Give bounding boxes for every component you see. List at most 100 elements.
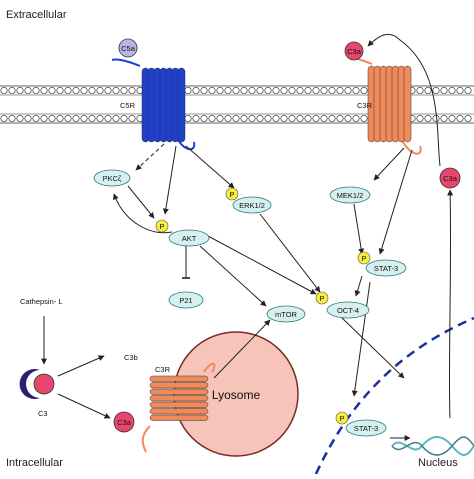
node-pkc: PKCζ — [93, 169, 131, 187]
c3a-secreted-ligand: C3a — [439, 167, 461, 189]
phospho-erk: P — [225, 187, 239, 201]
edge-c5r-pkc — [135, 143, 165, 171]
c3a-lysosome-label: C3a — [117, 418, 132, 427]
node-p21: P21 — [168, 291, 204, 309]
phospho-stat3-nucleus-label: P — [339, 414, 344, 423]
membrane-bead — [24, 86, 32, 95]
c3-complex: C3 — [19, 369, 55, 418]
membrane-bead — [8, 114, 16, 123]
membrane-bead — [336, 114, 344, 123]
membrane-bead — [96, 114, 104, 123]
membrane-bead — [272, 114, 280, 123]
membrane-bead — [312, 86, 320, 95]
membrane-bead — [104, 114, 112, 123]
membrane-bead — [264, 114, 272, 123]
c3a-side-label: C3a — [443, 174, 458, 183]
c3r-label: C3R — [357, 101, 373, 110]
membrane-bead — [208, 86, 216, 95]
membrane-bead — [448, 114, 456, 123]
lysosome-c3r-label: C3R — [155, 365, 171, 374]
membrane-bead — [128, 114, 136, 123]
stat3-nucleus-label: STAT-3 — [354, 424, 378, 433]
membrane-bead — [416, 86, 424, 95]
membrane-bead — [288, 86, 296, 95]
membrane-bead — [208, 114, 216, 123]
c3a-membrane-ligand: C3a — [344, 41, 364, 61]
pathway-edges — [41, 33, 454, 441]
membrane-bead — [80, 114, 88, 123]
phospho-oct4-label: P — [319, 294, 324, 303]
receptor-helix — [403, 65, 412, 143]
membrane-bead — [40, 86, 48, 95]
membrane-bead — [248, 114, 256, 123]
membrane-bead — [80, 86, 88, 95]
receptor-helix — [149, 408, 209, 415]
edge-akt-oct4 — [207, 235, 317, 295]
edge-c5r-erk — [185, 145, 235, 189]
receptor-helix — [149, 401, 209, 408]
membrane-bead — [448, 86, 456, 95]
membrane-bead — [352, 86, 360, 95]
membrane-bead — [456, 114, 464, 123]
node-mtor: mTOR — [266, 305, 306, 323]
membrane-bead — [328, 114, 336, 123]
node-mek: MEK1/2 — [329, 186, 371, 204]
dna-helix — [391, 436, 474, 456]
edge-c5r-akt — [162, 145, 177, 215]
membrane-bead — [96, 86, 104, 95]
membrane-bead — [88, 86, 96, 95]
edge-c3-c3a — [57, 393, 111, 419]
stat3-label: STAT-3 — [374, 264, 398, 273]
oct4-label: OCT-4 — [337, 306, 359, 315]
membrane-bead — [32, 86, 40, 95]
membrane-bead — [424, 114, 432, 123]
phospho-stat3: P — [357, 251, 371, 265]
membrane-bead — [296, 86, 304, 95]
membrane-bead — [264, 86, 272, 95]
phospho-akt-label: P — [159, 222, 164, 231]
membrane-bead — [440, 86, 448, 95]
membrane-bead — [256, 114, 264, 123]
membrane-bead — [216, 114, 224, 123]
cathepsin-label: Cathepsin- L — [20, 297, 63, 306]
membrane-bead — [40, 114, 48, 123]
membrane-bead — [72, 114, 80, 123]
membrane-bead — [464, 86, 472, 95]
edge-oct4-nucleus — [339, 315, 405, 379]
receptor-helix — [177, 67, 186, 143]
receptor-helix — [149, 414, 209, 421]
membrane-bead — [104, 86, 112, 95]
edge-stat3-oct4 — [354, 275, 363, 297]
edge-nucleus-c3a — [447, 189, 454, 419]
node-stat3-nucleus: STAT-3 — [345, 419, 387, 437]
membrane-bead — [224, 114, 232, 123]
membrane-bead — [192, 114, 200, 123]
edge-mek-stat3 — [353, 203, 365, 255]
membrane-bead — [64, 114, 72, 123]
lysosome-label: Lyosome — [212, 388, 261, 402]
edge-c3r-stat3 — [378, 149, 413, 255]
membrane-bead — [192, 86, 200, 95]
membrane-bead — [304, 86, 312, 95]
edge-erk-oct4 — [259, 213, 321, 293]
c5a-ligand: C5a — [118, 38, 138, 58]
membrane-bead — [112, 114, 120, 123]
membrane-bead — [184, 114, 192, 123]
membrane-bead — [200, 114, 208, 123]
membrane-bead — [240, 114, 248, 123]
akt-label: AKT — [182, 234, 197, 243]
nucleus-label: Nucleus — [418, 457, 458, 469]
membrane-bead — [464, 114, 472, 123]
edge-stat3-nucleus — [351, 281, 371, 397]
membrane-bead — [200, 86, 208, 95]
membrane-bead — [120, 86, 128, 95]
edge-c3r-mek — [373, 147, 405, 181]
membrane-bead — [8, 86, 16, 95]
edge-akt-pkc — [112, 193, 173, 234]
phospho-stat3-label: P — [361, 254, 366, 263]
receptor-helix — [149, 375, 209, 382]
c3a-top-label: C3a — [347, 47, 362, 56]
membrane-bead — [320, 114, 328, 123]
node-oct4: OCT-4 — [326, 301, 370, 319]
